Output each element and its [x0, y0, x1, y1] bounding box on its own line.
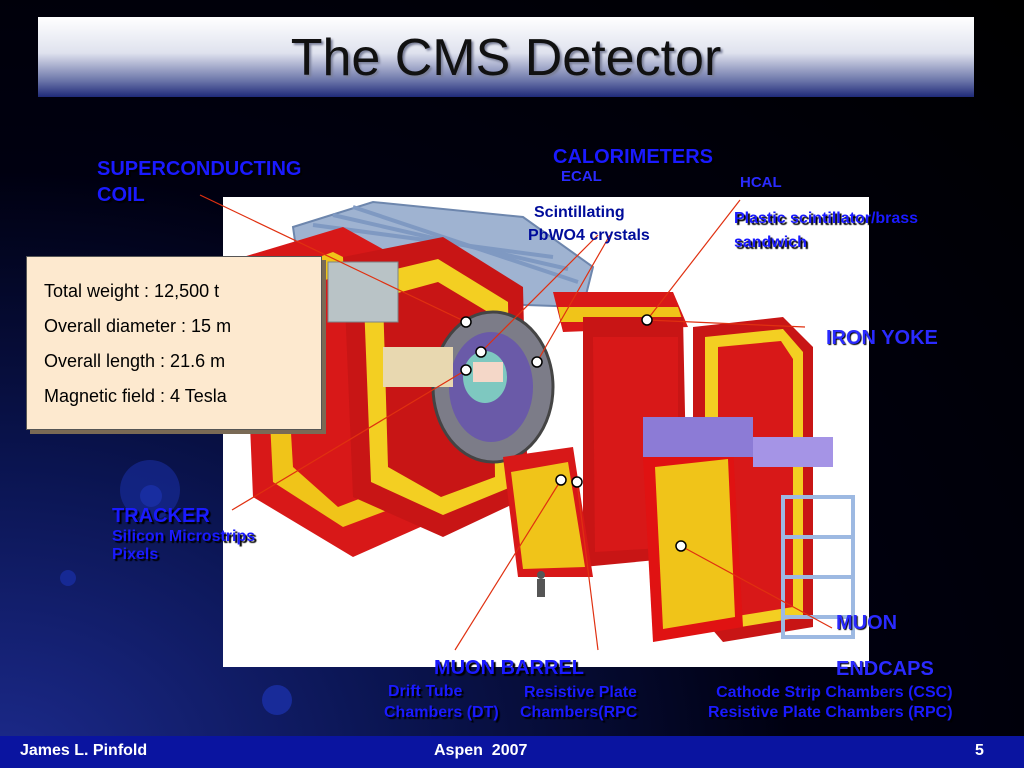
specs-box: Total weight : 12,500 t Overall diameter…	[26, 256, 322, 430]
slide-title: The CMS Detector	[290, 29, 722, 87]
ecal-desc-line2: PbWO4 crystals	[528, 227, 650, 244]
rpc-barrel-label: Resistive Plate Chambers(RPC	[520, 683, 637, 723]
scaffold	[781, 495, 855, 639]
calorimeters-label: CALORIMETERS	[553, 146, 713, 168]
hcal-endcap	[643, 417, 753, 457]
drift-tube-line2: Chambers (DT)	[384, 704, 499, 721]
muon-endcaps-line2: ENDCAPS	[836, 658, 934, 680]
iron-yoke-label: IRON YOKE	[826, 327, 938, 349]
muon-barrel-label: MUON BARREL	[434, 657, 584, 679]
service-panel	[327, 261, 399, 323]
hcal-forward	[753, 437, 833, 467]
rpc-barrel-line1: Resistive Plate	[524, 684, 637, 701]
marker-dots	[460, 314, 687, 552]
csc-line: Cathode Strip Chambers (CSC)	[716, 684, 953, 701]
tracker-desc-line1: Silicon Microstrips	[112, 528, 256, 545]
drift-tube-line1: Drift Tube	[388, 683, 463, 700]
rpc-barrel-line2: Chambers(RPC	[520, 704, 638, 721]
muon-endcaps-line1: MUON	[836, 612, 898, 634]
ecal-description: Scintillating PbWO4 crystals	[528, 201, 650, 247]
footer-page-number: 5	[975, 742, 984, 759]
spec-weight: Total weight : 12,500 t	[44, 281, 220, 301]
hcal-desc-line1: Plastic scintillator/brass	[734, 210, 919, 227]
tracker-desc-line2: Pixels	[112, 546, 159, 563]
coil-label-line2: COIL	[97, 184, 145, 206]
decorative-bubble	[60, 570, 76, 586]
tracker-title: TRACKER	[112, 505, 210, 527]
muon-endcaps-label: MUON ENDCAPS	[836, 600, 934, 692]
footer-author: James L. Pinfold	[20, 742, 148, 759]
decorative-bubble	[262, 685, 292, 715]
ecal-label: ECAL	[561, 168, 602, 185]
hcal-desc-line2: sandwich	[734, 234, 807, 251]
coil-label: SUPERCONDUCTING COIL	[97, 156, 301, 208]
spec-length: Overall length : 21.6 m	[44, 351, 226, 371]
hcal-description: Plastic scintillator/brass sandwich	[734, 207, 918, 255]
person-silhouette	[537, 571, 545, 597]
hcal-label: HCAL	[740, 174, 782, 191]
spec-magnetic-field: Magnetic field : 4 Tesla	[44, 386, 227, 406]
tracker-label: TRACKER Silicon Microstrips Pixels	[112, 505, 255, 564]
drift-tube-label: Drift Tube Chambers (DT)	[384, 681, 499, 723]
decorative-bubble	[140, 485, 162, 507]
coil-label-line1: SUPERCONDUCTING	[97, 158, 302, 180]
footer-event: Aspen 2007	[434, 742, 528, 759]
cable-tray	[383, 347, 453, 387]
pixel-detector	[473, 362, 503, 382]
spec-diameter: Overall diameter : 15 m	[44, 316, 232, 336]
ecal-desc-line1: Scintillating	[534, 204, 625, 221]
footer-bar: James L. Pinfold Aspen 2007 5	[0, 736, 1024, 768]
endcap-disks	[643, 317, 813, 642]
title-bar: The CMS Detector	[38, 17, 974, 97]
csc-rpc-label: Cathode Strip Chambers (CSC) Resistive P…	[708, 683, 953, 723]
rpc-endcap-line: Resistive Plate Chambers (RPC)	[708, 704, 953, 721]
